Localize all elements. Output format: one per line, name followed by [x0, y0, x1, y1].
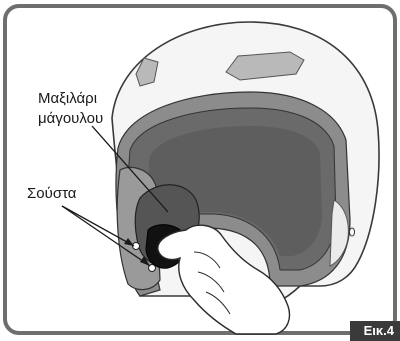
label-cheek-pad-line2: μάγουλου — [38, 110, 103, 128]
label-snaps: Σούστα — [27, 185, 76, 203]
figure-tag: Εικ.4 — [350, 321, 400, 341]
ear-rivet — [350, 228, 355, 236]
label-cheek-pad-line1: Μαξιλάρι — [38, 90, 97, 108]
